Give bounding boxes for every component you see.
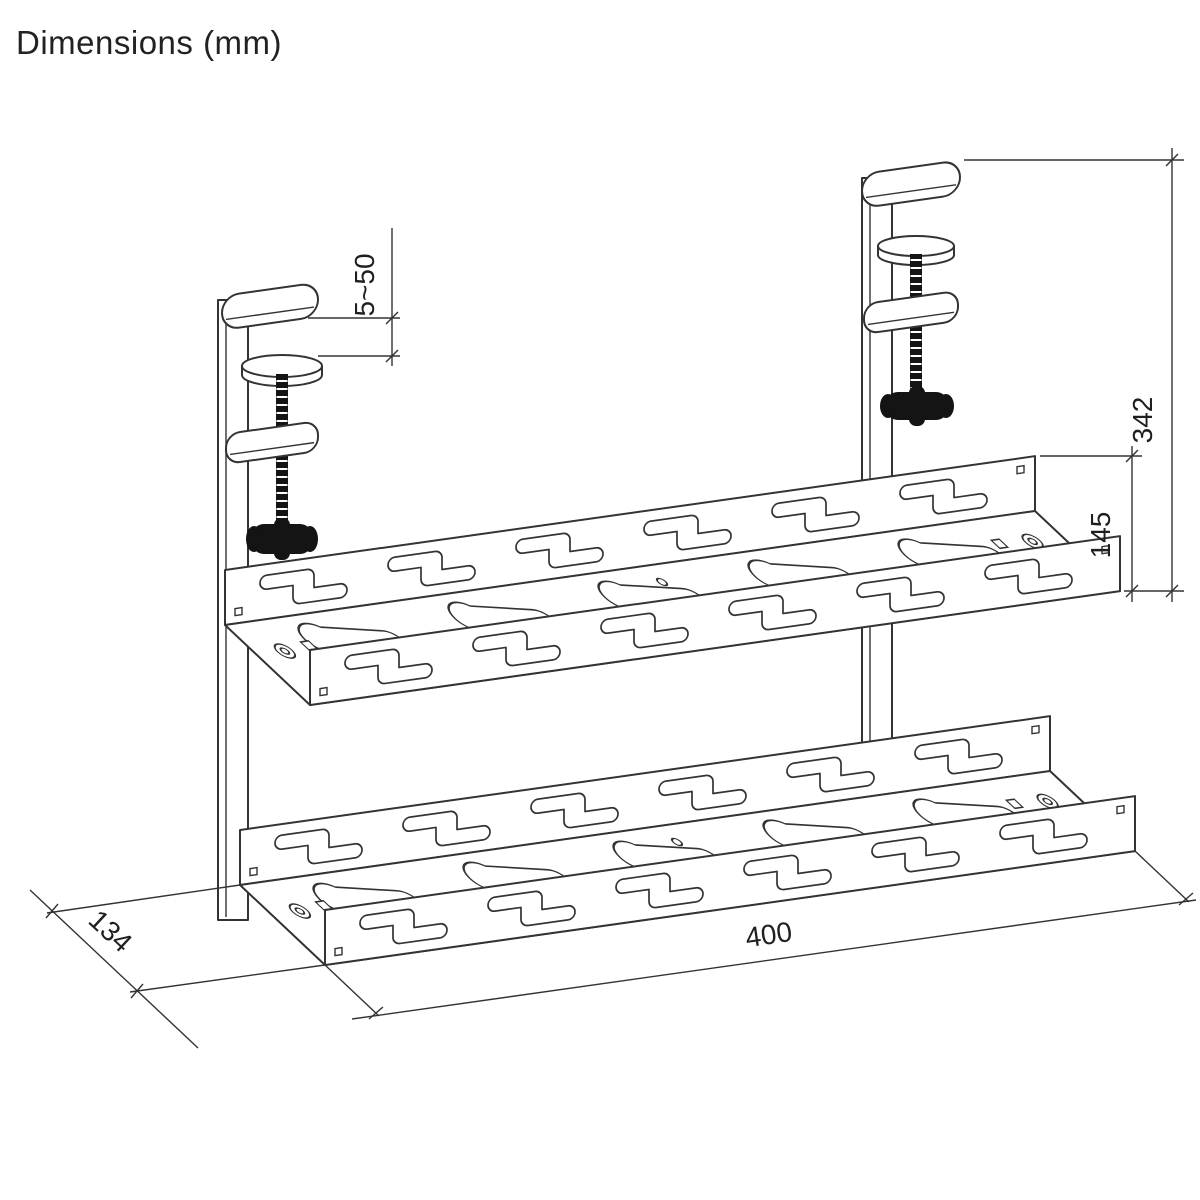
right-clamp-knob [880, 386, 954, 426]
dimension-clamp-range: 5~50 [308, 228, 400, 366]
center-hole [655, 577, 669, 587]
tick [368, 1006, 384, 1020]
extension-line [324, 964, 380, 1017]
page-title: Dimensions (mm) [16, 24, 283, 61]
center-hole [670, 837, 684, 847]
dimension-overall-height: 342 [964, 148, 1184, 602]
tick [1165, 584, 1179, 598]
tick [385, 311, 399, 325]
lower-tray-front-rail [324, 795, 1136, 967]
tick [1125, 449, 1139, 463]
right-clamp-top-arm [861, 161, 961, 207]
tick [385, 349, 399, 363]
dimension-label-tray-width: 400 [743, 916, 794, 953]
dimension-tray-depth: 134 [29, 884, 326, 1049]
dimension-line [351, 899, 1197, 1020]
right-desk-clamp [861, 161, 961, 426]
upper-cable-tray [224, 455, 1121, 707]
dimension-tray-width: 400 [324, 850, 1197, 1020]
upper-tray-front-rail [309, 535, 1121, 707]
left-clamp-knob [246, 518, 318, 560]
right-clamp-lower-arm [863, 291, 959, 334]
tick [1125, 584, 1139, 598]
dimension-tray-height: 145 [1040, 446, 1142, 602]
lower-tray-floor-detail [288, 793, 1059, 919]
dimension-label-overall-height: 342 [1127, 397, 1158, 444]
tick [130, 983, 144, 999]
dimension-label-tray-height: 145 [1085, 512, 1116, 559]
tick [45, 903, 59, 919]
tick [1178, 892, 1194, 906]
dimension-label-clamp-range: 5~50 [349, 253, 380, 316]
upper-tray-floor-detail [273, 533, 1044, 659]
right-mount-post [861, 177, 893, 761]
lower-cable-tray [239, 715, 1136, 967]
tick [1165, 153, 1179, 167]
extension-line [46, 884, 241, 914]
left-desk-clamp [221, 283, 323, 560]
left-clamp-lower-arm [225, 421, 319, 464]
dimension-label-tray-depth: 134 [83, 904, 138, 959]
extension-line [1134, 850, 1190, 903]
left-clamp-top-arm [221, 283, 319, 329]
extension-line [129, 964, 326, 993]
dimension-line [29, 889, 199, 1049]
